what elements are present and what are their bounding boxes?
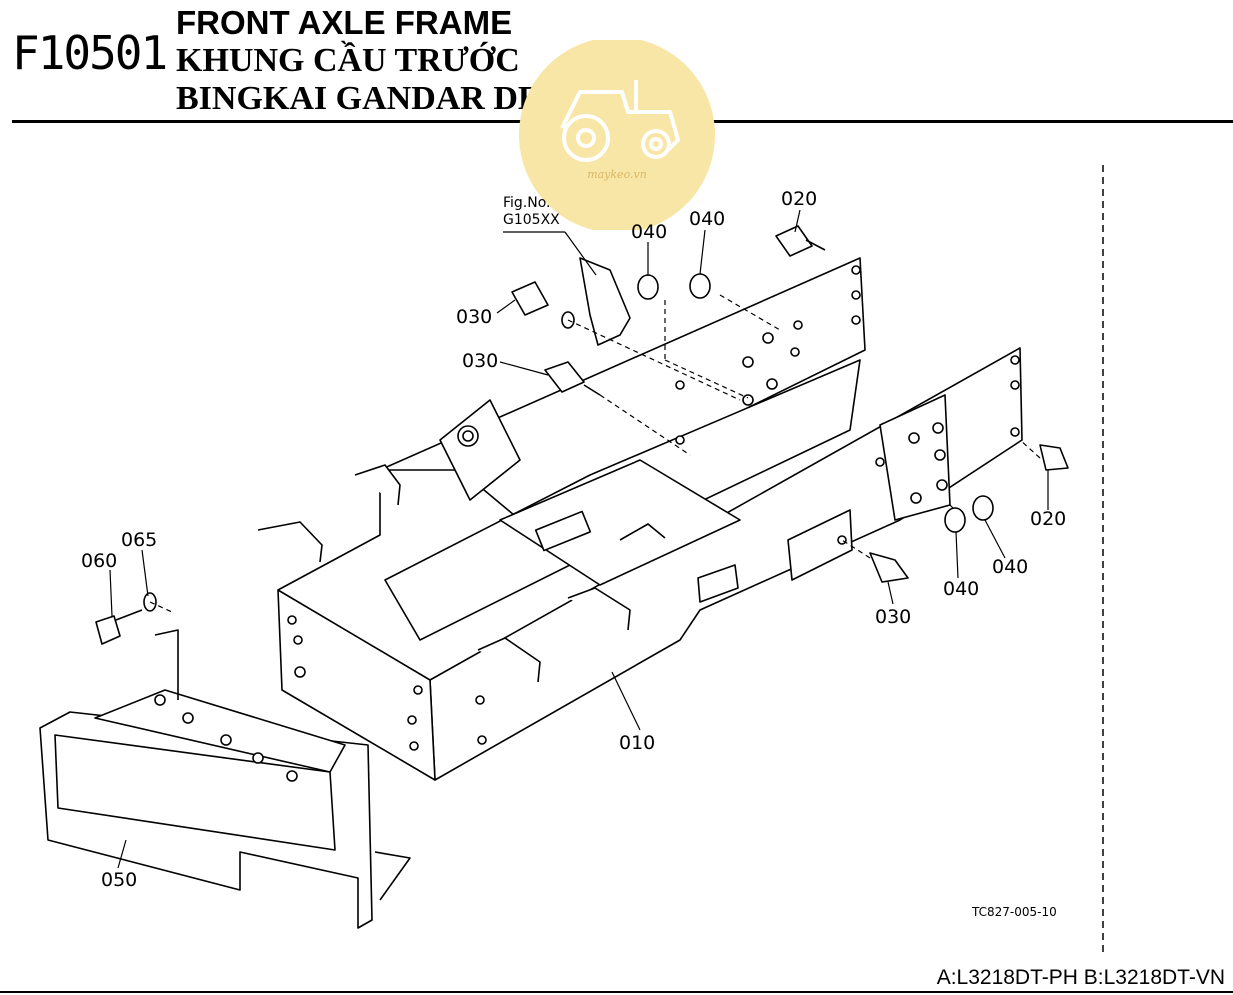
logo-circle [519,37,715,233]
figure-reference[interactable]: Fig.No. G105XX [503,195,560,229]
bolt-060 [95,592,157,645]
bolt-030-middle [544,361,601,396]
model-list: A:L3218DT-PH B:L3218DT-VN [936,966,1225,989]
callout-040-c: 040 [943,578,980,600]
callout-060: 060 [81,550,118,572]
callout-040-b: 040 [689,208,726,230]
callout-020-top: 020 [781,188,818,210]
step-050-drawing [39,629,411,929]
watermark-text: maykeo.vn [587,168,647,181]
callout-010: 010 [619,732,656,754]
collar-040 [637,273,994,533]
callout-030-a: 030 [456,306,493,328]
leader-lines [109,209,1049,869]
callout-040-d: 040 [992,556,1029,578]
assembly-dashed-lines [149,294,1041,613]
drawing-number: TC827-005-10 [972,905,1057,919]
tractor-icon [560,80,680,162]
bolt-030-lower [869,552,909,583]
callout-050: 050 [101,869,138,891]
page-code: F10501 [12,26,168,80]
callout-030-c: 030 [875,606,912,628]
figure-reference-line2: G105XX [503,211,560,228]
frame-010-drawing [257,257,1023,781]
callout-020-right: 020 [1030,508,1067,530]
callout-030-b: 030 [462,350,499,372]
bolt-020-right [1039,444,1069,471]
title-vietnamese: KHUNG CẦU TRƯỚC [176,42,520,79]
figure-reference-line1: Fig.No. [503,195,551,211]
footer-rule [0,991,1233,993]
bolt-020-top [775,225,826,257]
callout-040-a: 040 [631,221,668,243]
callout-065: 065 [121,529,158,551]
title-english: FRONT AXLE FRAME [176,4,513,41]
bolt-030-upper [511,281,575,329]
maykeo-logo: maykeo.vn [518,37,716,233]
